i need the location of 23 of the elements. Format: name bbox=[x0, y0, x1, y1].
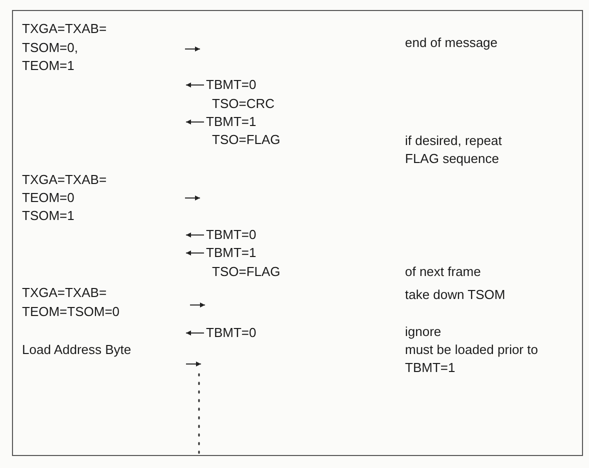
label-text: TBMT=1 bbox=[206, 113, 256, 131]
label-text: TEOM=TSOM=0 bbox=[22, 303, 120, 321]
label-text: TSOM=0, bbox=[22, 39, 78, 57]
label-text: end of message bbox=[405, 34, 498, 52]
label-text: Load Address Byte bbox=[22, 341, 132, 359]
label-text: TBMT=1 bbox=[206, 244, 256, 262]
label-text: must be loaded prior to TBMT=1 bbox=[405, 341, 539, 377]
label-text: TSO=CRC bbox=[212, 95, 274, 113]
label-text: of next frame bbox=[405, 263, 481, 281]
label-text: TXGA=TXAB= bbox=[22, 284, 107, 302]
label-text: TSO=FLAG bbox=[212, 131, 280, 149]
label-text: TBMT=0 bbox=[206, 76, 256, 94]
label-text: TXGA=TXAB= bbox=[22, 171, 107, 189]
label-text: TSO=FLAG bbox=[212, 263, 280, 281]
label-text: TSOM=1 bbox=[22, 207, 74, 225]
label-text: TEOM=0 bbox=[22, 189, 74, 207]
label-text: if desired, repeat FLAG sequence bbox=[405, 132, 503, 168]
label-text: TBMT=0 bbox=[206, 324, 256, 342]
label-text: TBMT=0 bbox=[206, 226, 256, 244]
label-text: ignore bbox=[405, 323, 442, 341]
label-text: TEOM=1 bbox=[22, 57, 74, 75]
label-text: TXGA=TXAB= bbox=[22, 20, 107, 38]
label-text: take down TSOM bbox=[405, 286, 506, 304]
